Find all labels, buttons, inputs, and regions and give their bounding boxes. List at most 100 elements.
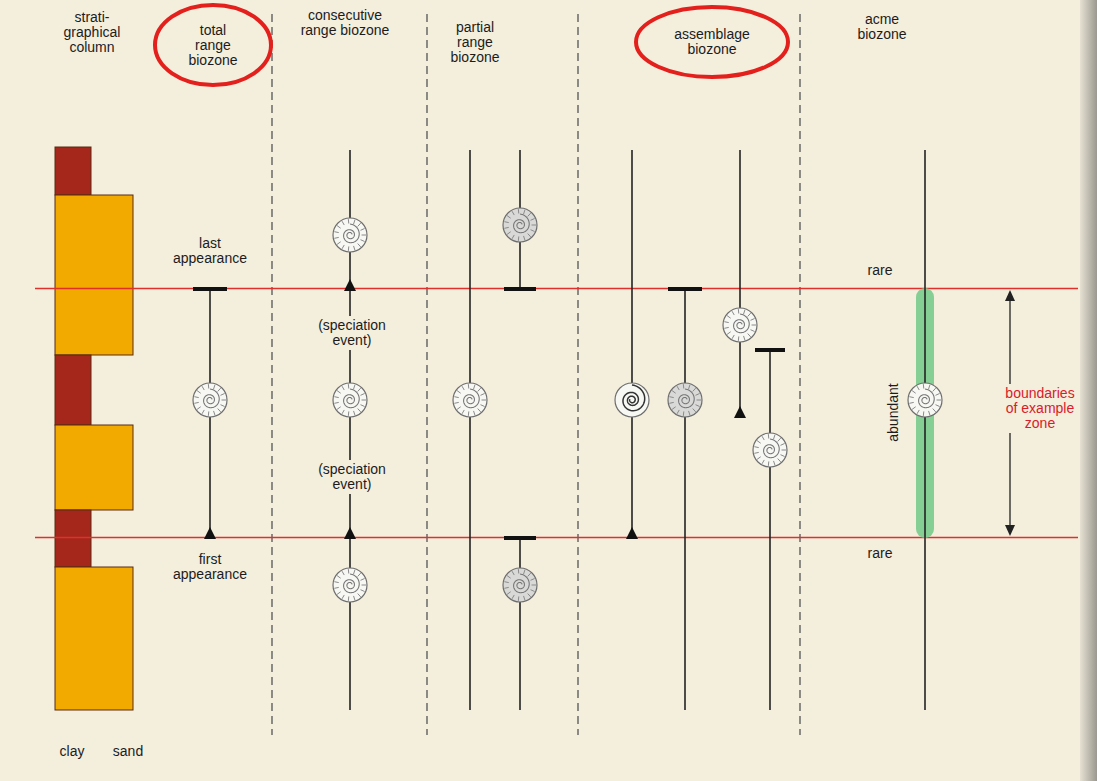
ammonite-rib [334, 581, 338, 583]
ammonite-rib [358, 388, 361, 391]
ammonite-rib [362, 400, 367, 401]
ammonite-rib [732, 335, 734, 339]
ammonite-rib [208, 411, 209, 415]
ammonite-rib [696, 393, 700, 395]
speciation-triangle [344, 279, 356, 291]
ammonite-rib [481, 405, 485, 407]
abundance-label: rare [855, 546, 905, 561]
ammonite-rib [334, 587, 338, 589]
ammonite-rib [677, 410, 679, 414]
ammonite-rib [337, 592, 341, 595]
ammonite-rib [774, 461, 775, 465]
axis-label: clay [52, 744, 92, 759]
last-appearance-bar [668, 287, 702, 291]
ammonite-rib [334, 231, 338, 233]
first-appearance-triangle [626, 527, 638, 539]
ammonite-rib [457, 407, 461, 410]
ammonite-rib [454, 402, 458, 404]
ammonite-rib [909, 396, 913, 398]
ammonite-rib [683, 384, 684, 388]
column-header: strati- graphical column [52, 10, 132, 55]
dashed-separator [799, 14, 800, 735]
ammonite-rib [468, 384, 469, 388]
ammonite-rib [781, 443, 785, 445]
ammonite-rib [454, 396, 458, 398]
ammonite-rib [936, 405, 940, 407]
ammonite-rib [361, 228, 365, 230]
ammonite-rib [481, 393, 485, 395]
ammonite-coil [204, 389, 220, 408]
ammonite-rib [727, 316, 731, 319]
ammonite-coil [919, 389, 935, 408]
sand-bed [55, 195, 133, 355]
ammonite-rib [774, 435, 775, 439]
ammonite [615, 383, 649, 417]
ammonite-rib [512, 571, 514, 575]
ammonite-rib [342, 245, 344, 249]
ammonite-rib [528, 234, 531, 237]
ammonite-shell [615, 383, 649, 417]
ammonite-shell [503, 568, 537, 602]
ammonite-rib [337, 391, 341, 394]
ammonite-shell [753, 433, 787, 467]
ammonite [908, 383, 942, 417]
ammonite-shell [333, 383, 367, 417]
ammonite [193, 383, 227, 417]
ammonite-coil [514, 214, 530, 233]
abundance-label: rare [855, 263, 905, 278]
ammonite-rib [917, 386, 919, 390]
ammonite-rib [528, 213, 531, 216]
ammonite-rib [337, 242, 341, 245]
ammonite-shell [668, 383, 702, 417]
ammonite-rib [518, 209, 519, 213]
ammonite-rib [768, 461, 769, 465]
ammonite-rib [507, 216, 511, 219]
arrow-head [1005, 290, 1015, 301]
ammonite-rib [361, 240, 365, 242]
ammonite-rib [518, 569, 519, 573]
ammonite-rib [512, 595, 514, 599]
clay-bed [55, 510, 91, 567]
ammonite-rib [504, 581, 508, 583]
ammonite-rib [462, 410, 464, 414]
ammonite-rib [342, 221, 344, 225]
header-text: assemblage biozone [666, 27, 758, 57]
ammonite-rib [337, 407, 341, 410]
ammonite-rib [194, 396, 198, 398]
ammonite-rib [337, 576, 341, 579]
range-line [519, 537, 521, 710]
ammonite-rib [354, 411, 355, 415]
ammonite-rib [342, 571, 344, 575]
ammonite-rib [518, 596, 519, 600]
strat-column [55, 147, 133, 710]
ammonite-rib [936, 393, 940, 395]
ammonite-shell [333, 568, 367, 602]
range-line [769, 350, 771, 710]
origin-triangles [204, 279, 746, 539]
ammonite-rib [478, 409, 481, 412]
ammonite-rib [218, 388, 221, 391]
circled-header: assemblage biozone [633, 4, 791, 80]
ammonite-rib [748, 313, 751, 316]
ammonite-rib [757, 457, 761, 460]
ammonite-rib [689, 411, 690, 415]
range-line [469, 150, 471, 710]
ammonite-rib [757, 441, 761, 444]
ammonite-rib [354, 570, 355, 574]
ammonite-rib [754, 446, 758, 448]
ammonite-rib [751, 330, 755, 332]
ammonite-rib [524, 596, 525, 600]
ammonite-rib [504, 221, 508, 223]
ammonite-rib [531, 218, 535, 220]
ammonite-rib [518, 236, 519, 240]
ammonite-coil [679, 389, 695, 408]
ammonite-shell [503, 208, 537, 242]
ammonite-rib [669, 402, 673, 404]
ammonite-rib [221, 393, 225, 395]
red-circle [636, 7, 788, 77]
column-header: acme biozone [851, 12, 913, 42]
ammonite-coil [344, 574, 360, 593]
ammonite-rib [337, 226, 341, 229]
ammonite-rib [348, 411, 349, 415]
